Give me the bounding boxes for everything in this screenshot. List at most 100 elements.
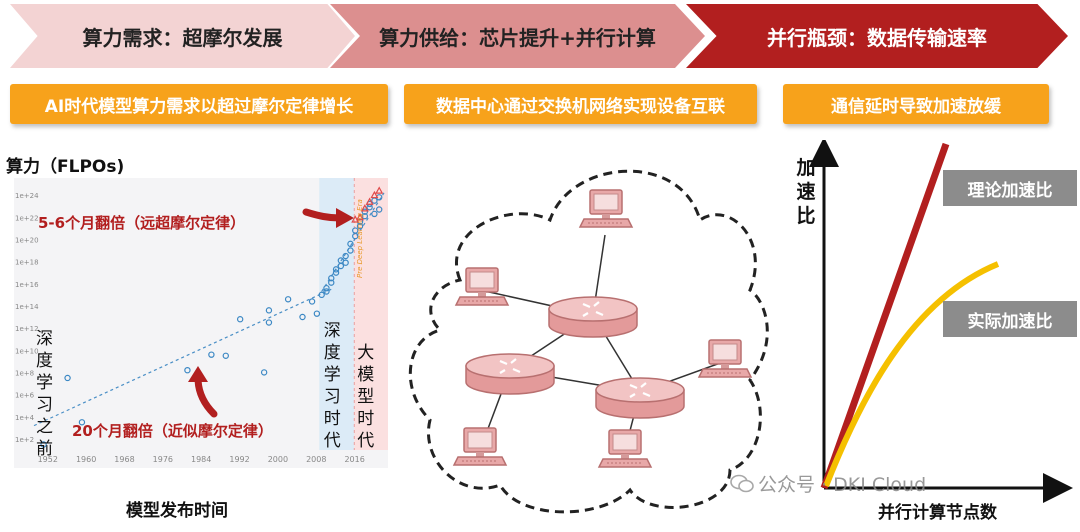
data-point [208,351,215,358]
data-point [78,419,86,426]
datacenter-network-diagram [408,169,769,514]
data-point [360,204,369,212]
data-point [313,310,321,317]
data-point [236,316,244,323]
x-tick-label: 1992 [229,455,249,464]
switch-icon [464,352,556,396]
y-tick-label: 1e+18 [15,259,39,267]
data-point [222,352,229,359]
data-point [299,313,306,321]
computer-icon [453,427,507,466]
era-deep-learning-label: 度 [324,343,341,363]
x-tick-label: 1968 [114,455,134,464]
y-tick-label: 1e+16 [15,281,39,289]
data-point [351,215,360,223]
y-tick-label: 1e+8 [15,369,34,377]
data-point [361,212,369,220]
era-large-model-label: 大 [357,343,374,363]
data-point [376,206,383,213]
y-tick-label: 1e+14 [15,303,39,311]
actual-speedup-label: 实际加速比 [967,311,1053,332]
data-point [40,441,47,448]
switch-icon [547,295,639,339]
era-before-label: 学 [36,373,53,393]
x-tick-label: 2008 [306,455,326,464]
data-point [64,374,71,382]
data-point [342,252,349,260]
era-large-model-label: 模 [357,365,374,385]
data-point [371,210,378,218]
data-point [347,240,354,248]
y-tick-label: 1e+6 [15,392,35,400]
data-point [323,284,330,292]
era-before-label: 习 [36,395,53,415]
era-deep-learning-label: 深 [324,321,341,341]
slow-arrow-head [188,366,208,382]
data-point [347,247,354,254]
data-point [370,190,379,199]
era-large-model-label: 时 [357,409,374,429]
x-tick-label: 1984 [191,455,211,464]
release-time-axis-title: 模型发布时间 [126,501,228,521]
switch-icon [594,376,686,420]
step-demand-label: 算力需求：超摩尔发展 [82,25,283,50]
era-deep-learning-label: 学 [324,365,341,385]
data-point [184,366,191,374]
step-bottleneck: 并行瓶颈：数据传输速率 [686,4,1068,68]
banner-latency-label: 通信延时导致加速放缓 [831,96,1001,117]
actual-speedup-tag: 实际加速比 [943,301,1077,337]
trend-line-after [321,192,385,292]
wechat-icon [730,474,754,492]
era-deep-learning-label: 时 [324,409,341,429]
theory-speedup-label: 理论加速比 [967,180,1053,201]
banner-demand: AI时代模型算力需求以超过摩尔定律增长 [10,84,388,124]
era-large-model-label: 型 [357,387,374,407]
data-point [332,269,340,276]
data-point [342,259,349,266]
data-point [260,369,268,376]
era-deep-learning-label: 代 [324,431,341,451]
fast-doubling-annotation: 5-6个月翻倍（远超摩尔定律） [38,214,245,232]
data-point [265,319,273,326]
computer-icon [579,189,633,228]
watermark: 公众号 · DKI Cloud [730,470,926,497]
data-point [265,307,273,314]
computer-icon [598,429,652,468]
data-point [375,186,384,194]
y-tick-label: 1e+20 [15,236,39,244]
slow-doubling-annotation: 20个月翻倍（近似摩尔定律） [72,422,273,440]
speedup-chart [809,140,1073,503]
watermark-text: 公众号 · DKI Cloud [758,474,927,496]
trend-line-before [33,288,332,427]
era-before-label: 之 [36,417,53,437]
data-point [352,227,359,234]
era-tag-text: Pre Deep Learning Era [356,199,364,278]
compute-growth-chart: 1e+21e+41e+61e+81e+101e+121e+141e+161e+1… [14,178,388,468]
step-supply-label: 算力供给：芯片提升+并行计算 [379,25,656,50]
era-before-label: 深 [36,329,53,349]
x-tick-label: 1960 [76,455,96,464]
theory-speedup-tag: 理论加速比 [943,170,1077,206]
x-tick-label: 2016 [344,455,364,464]
era-before-label: 前 [36,439,53,459]
data-point [365,197,374,205]
banner-demand-label: AI时代模型算力需求以超过摩尔定律增长 [44,96,354,117]
banner-interconnect-label: 数据中心通过交换机网络实现设备互联 [436,96,725,117]
nodes-axis-title: 并行计算节点数 [878,503,997,523]
compute-axis-title: 算力（FLPOs) [6,157,125,177]
actual-speedup-curve [823,261,1000,488]
y-tick-label: 1e+4 [15,414,35,422]
computer-icon [698,339,752,378]
network-links [479,234,724,451]
speedup-axis-title: 加速比 [796,157,816,227]
step-demand: 算力需求：超摩尔发展 [10,4,355,68]
data-point [323,288,330,295]
data-point [284,296,292,303]
x-tick-label: 2000 [268,455,288,464]
fast-arrow-head [336,208,354,228]
y-tick-label: 1e+10 [15,347,39,355]
theory-speedup-line [820,142,950,490]
data-point [356,222,364,230]
x-tick-label: 1976 [153,455,173,464]
era-deep-learning-label: 习 [324,387,341,407]
